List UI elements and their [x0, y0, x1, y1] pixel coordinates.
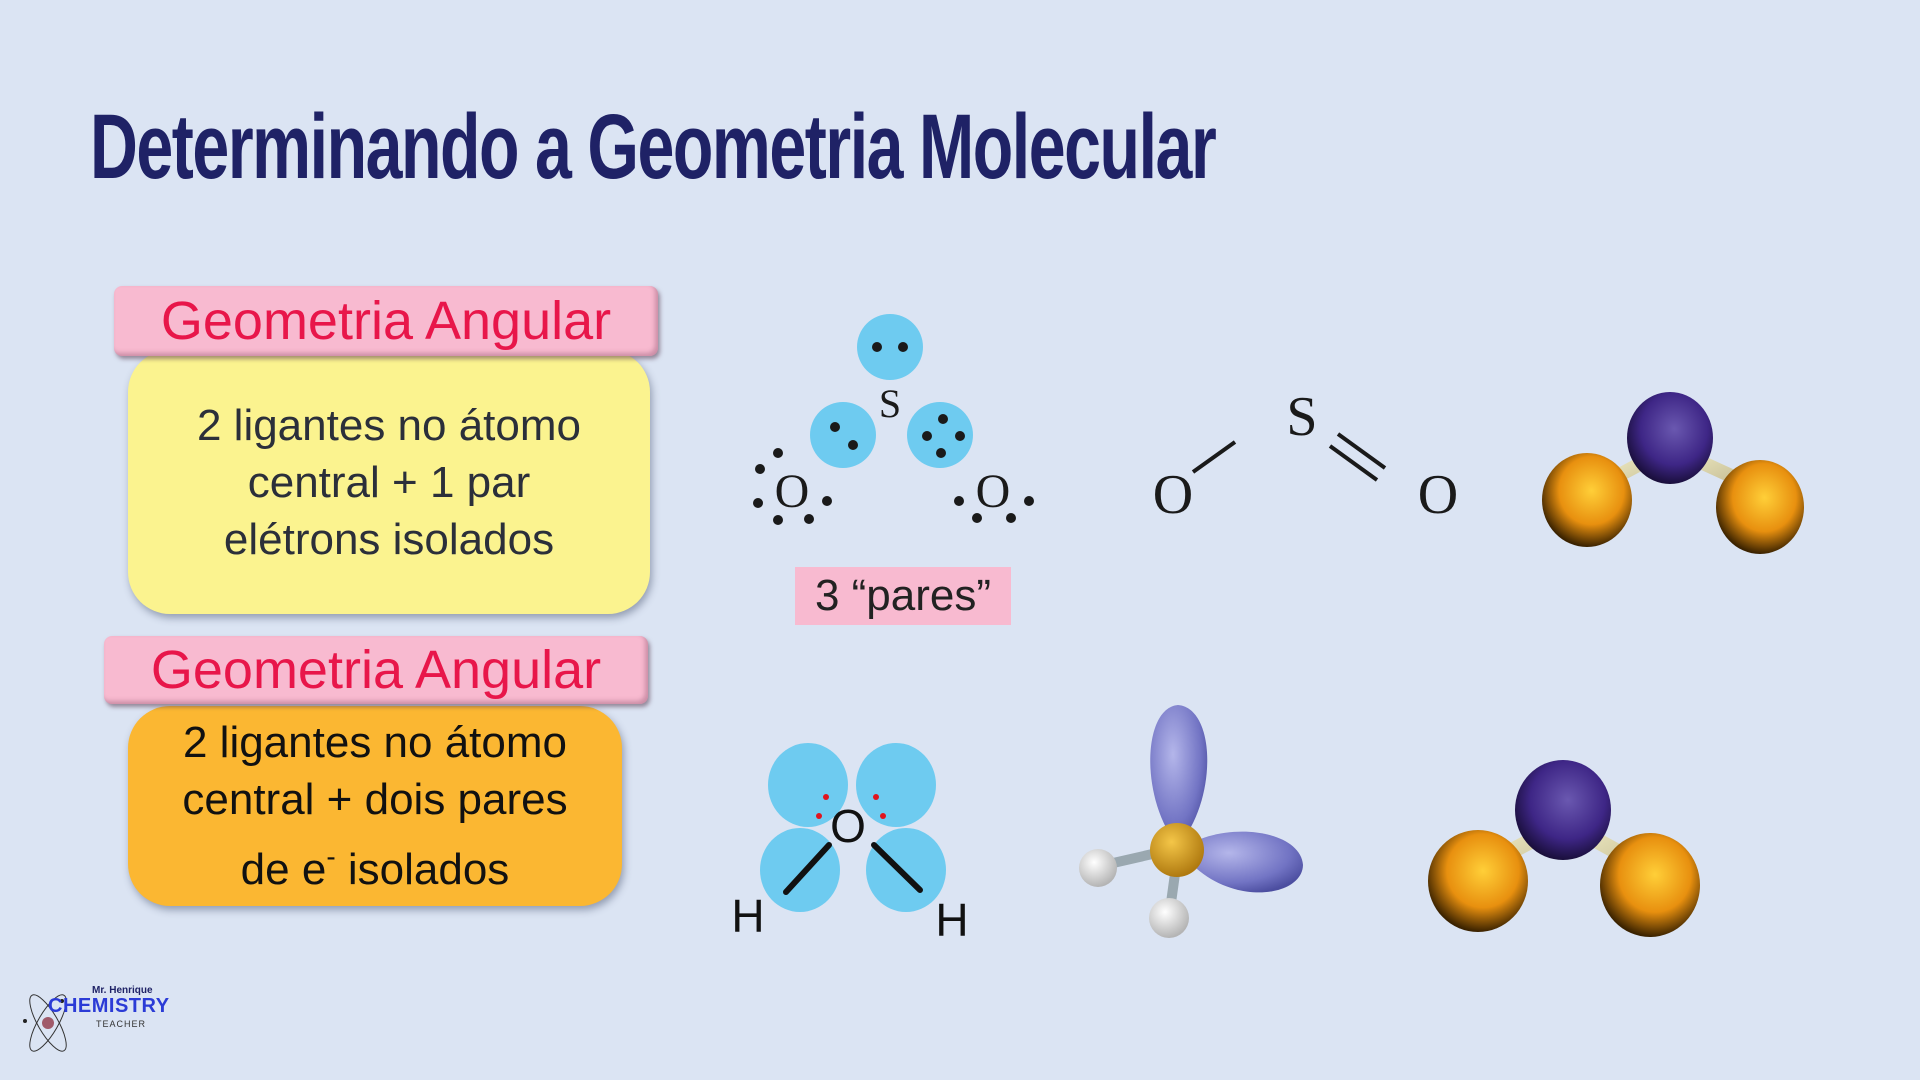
- card-2-line: central + dois pares: [182, 775, 568, 824]
- card-2-line: de e- isolados: [240, 841, 510, 894]
- so2-structural-formula: O S O: [1153, 386, 1458, 526]
- so2-ball-model: [1542, 392, 1804, 554]
- card-1-line: central + 1 par: [247, 457, 531, 507]
- svg-text:O: O: [830, 800, 866, 852]
- svg-text:S: S: [1286, 386, 1317, 448]
- pairs-label: 3 “pares”: [795, 567, 1011, 625]
- chemistry-teacher-logo: Mr. Henrique CHEMISTRY TEACHER: [20, 985, 180, 1060]
- logo-sub-text: TEACHER: [96, 1019, 147, 1029]
- card-2-text: 2 ligantes no átomo central + dois pares…: [162, 714, 587, 898]
- card-2-header-label: Geometria Angular: [150, 640, 602, 700]
- h2o-ball-model: [1428, 760, 1700, 937]
- svg-text:O: O: [1153, 464, 1193, 526]
- logo-name: Mr. Henrique: [92, 985, 153, 996]
- h2o-lewis-diagram: O H H: [731, 743, 969, 946]
- card-1-line: elétrons isolados: [223, 514, 555, 564]
- svg-text:H: H: [935, 894, 968, 946]
- svg-text:O: O: [775, 465, 810, 518]
- card-1-line: 2 ligantes no átomo: [196, 400, 582, 450]
- card-1-text: 2 ligantes no átomo central + 1 par elét…: [177, 397, 601, 568]
- h2o-orbital-model: [1079, 705, 1303, 938]
- svg-text:O: O: [1418, 464, 1458, 526]
- svg-text:O: O: [976, 465, 1011, 518]
- atom-icon: [23, 994, 67, 1052]
- card-1-header-label: Geometria Angular: [160, 291, 612, 351]
- so2-lewis-diagram: S O O: [753, 314, 1034, 525]
- card-2-line: 2 ligantes no átomo: [182, 718, 568, 767]
- card-2-body: 2 ligantes no átomo central + dois pares…: [128, 706, 622, 906]
- logo-main-text: CHEMISTRY: [48, 995, 170, 1017]
- card-1-body: 2 ligantes no átomo central + 1 par elét…: [128, 350, 650, 614]
- svg-text:S: S: [879, 381, 901, 426]
- svg-text:H: H: [731, 890, 764, 942]
- card-2-header: Geometria Angular: [104, 636, 648, 704]
- card-1-header: Geometria Angular: [114, 286, 658, 356]
- slide-title: Determinando a Geometria Molecular: [90, 96, 1217, 198]
